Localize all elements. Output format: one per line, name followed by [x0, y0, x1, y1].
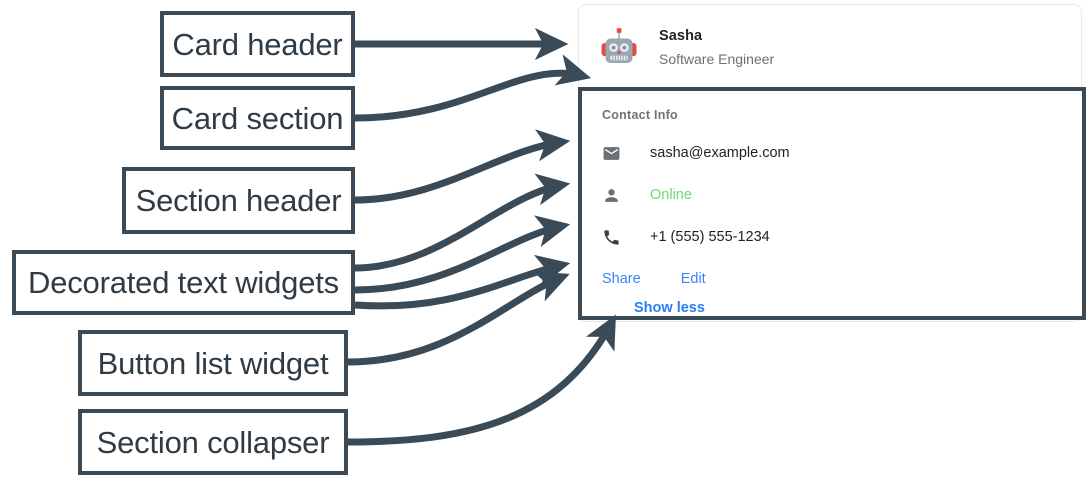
annotation-label: Section header — [135, 183, 342, 218]
card-subtitle: Software Engineer — [659, 51, 775, 67]
robot-avatar-icon — [601, 27, 637, 63]
arrow-decorated-1 — [354, 173, 571, 272]
decorated-text-widget-phone: +1 (555) 555-1234 — [602, 226, 1082, 248]
status-value: Online — [650, 187, 692, 203]
card-section: Contact Info sasha@example.com Online — [578, 87, 1086, 320]
arrow-section-header — [354, 129, 571, 204]
button-list-widget: Share Edit — [602, 271, 1082, 287]
arrow-decorated-3 — [354, 254, 571, 310]
arrow-button-list — [347, 271, 570, 366]
card-section-body: Contact Info sasha@example.com Online — [582, 91, 1082, 317]
decorated-text-widget-email: sasha@example.com — [602, 142, 1082, 164]
annotation-label: Card header — [172, 26, 343, 62]
show-less-button[interactable]: Show less — [634, 300, 705, 316]
email-value: sasha@example.com — [650, 145, 790, 161]
annotation-decorated-text-widgets: Decorated text widgets — [12, 250, 355, 315]
section-collapser: Show less — [602, 299, 1082, 317]
arrow-section-collapser — [347, 314, 616, 446]
card-header: Sasha Software Engineer — [579, 5, 1083, 90]
card-title: Sasha — [659, 28, 703, 44]
annotation-section-header: Section header — [122, 167, 355, 234]
phone-value: +1 (555) 555-1234 — [650, 229, 770, 245]
annotation-section-collapser: Section collapser — [78, 409, 348, 475]
annotation-card-section: Card section — [160, 86, 355, 150]
person-icon — [602, 186, 628, 205]
annotation-label: Decorated text widgets — [28, 265, 339, 300]
arrow-card-section — [354, 54, 592, 122]
annotation-label: Section collapser — [96, 424, 330, 460]
edit-button[interactable]: Edit — [680, 271, 706, 287]
annotation-label: Card section — [171, 100, 344, 136]
annotation-button-list-widget: Button list widget — [78, 330, 348, 396]
share-button[interactable]: Share — [602, 271, 641, 287]
card-header-text: Sasha Software Engineer — [659, 28, 774, 67]
email-icon — [602, 144, 628, 163]
section-header: Contact Info — [602, 108, 678, 122]
annotation-label: Button list widget — [97, 345, 329, 381]
decorated-text-widget-status: Online — [602, 184, 1082, 206]
annotation-card-header: Card header — [160, 11, 355, 77]
phone-icon — [602, 228, 628, 247]
arrow-decorated-2 — [354, 215, 571, 294]
